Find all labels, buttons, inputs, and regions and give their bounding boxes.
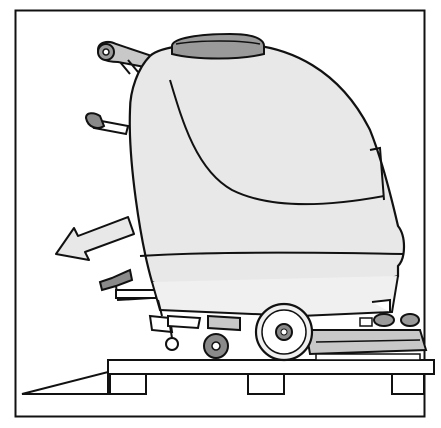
wheel-icon [203,314,241,359]
wheel-icon [254,302,314,362]
tank-lid [171,32,265,60]
direction-arrow-icon [55,216,135,261]
ramp-icon [21,370,109,395]
handle-icon [96,41,154,75]
side-lever [84,112,130,136]
squeegee-assembly [148,299,202,351]
pallet-icon [107,359,435,395]
